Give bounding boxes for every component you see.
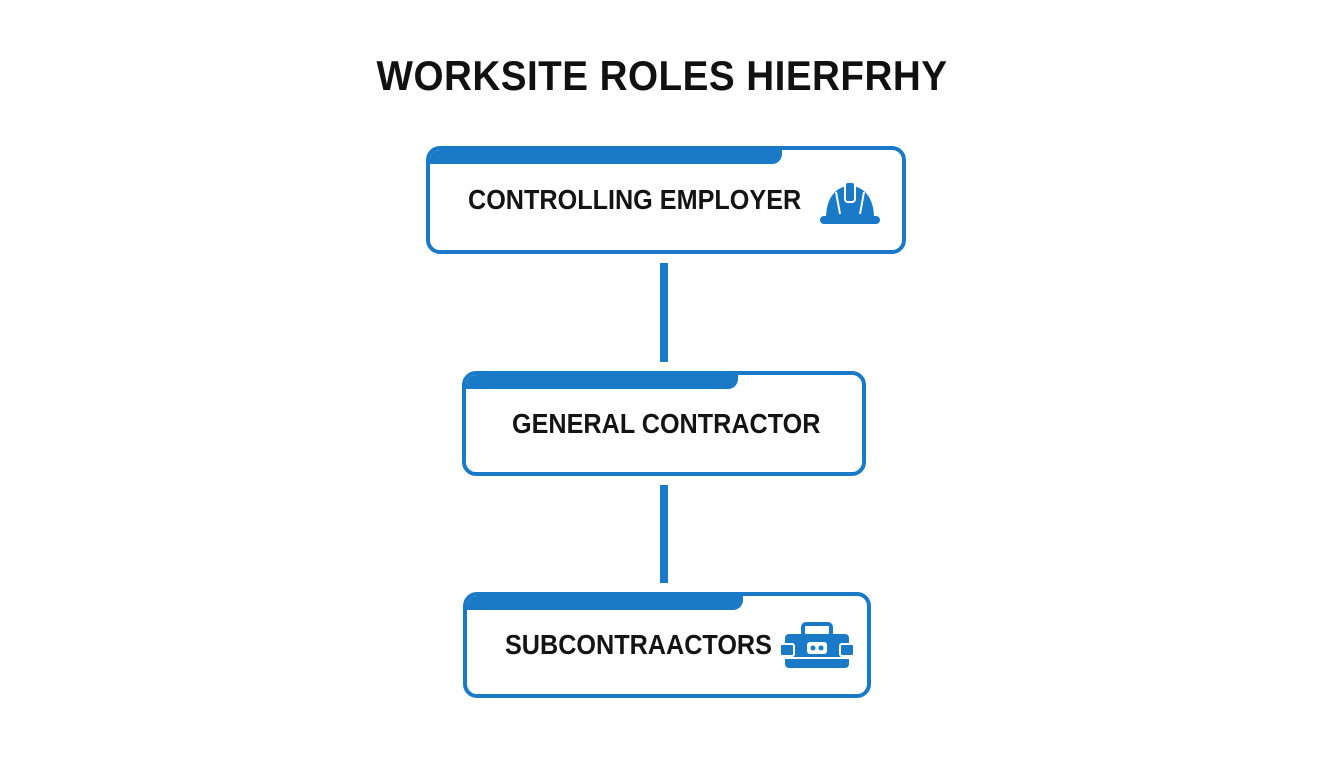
node-label: SUBCONTRAACTORS (505, 629, 772, 660)
connector-line (660, 485, 668, 583)
role-node-controlling-employer: CONTROLLING EMPLOYER (426, 146, 906, 254)
node-header-bar (430, 150, 782, 164)
diagram-title: WORKSITE ROLES HIERFRHY (376, 52, 948, 99)
role-node-general-contractor: GENERAL CONTRACTOR (462, 371, 866, 476)
node-label: CONTROLLING EMPLOYER (468, 184, 802, 215)
node-header-bar (466, 375, 738, 389)
hard-hat-icon (820, 181, 880, 224)
toolbox-icon (779, 622, 855, 668)
node-header-bar (467, 596, 743, 610)
node-label: GENERAL CONTRACTOR (512, 407, 821, 439)
role-node-subcontractors: SUBCONTRAACTORS (463, 592, 871, 698)
connector-line (660, 263, 668, 362)
